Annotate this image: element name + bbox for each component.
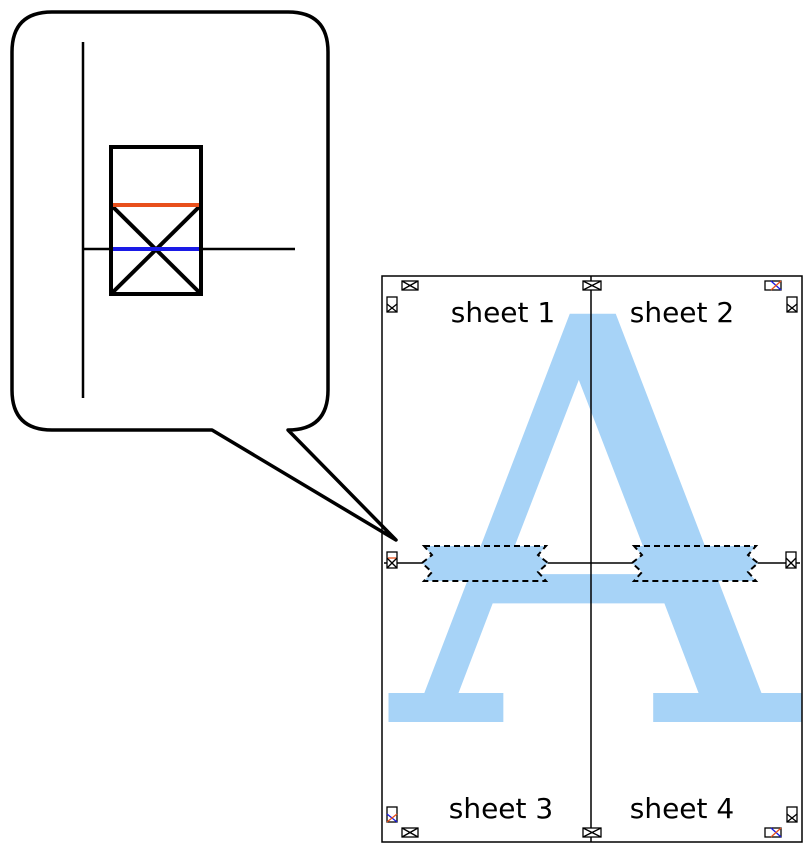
tape-strip-right — [630, 545, 760, 582]
tape-strip-left — [420, 545, 550, 582]
sheet-label-1: sheet 1 — [451, 296, 555, 329]
sheet-label-2: sheet 2 — [630, 296, 734, 329]
crossed-box-icon — [764, 280, 782, 291]
crossed-box-icon — [386, 551, 398, 569]
crossed-box-icon — [386, 296, 398, 313]
crossed-box-icon — [764, 827, 782, 838]
crossed-box-icon — [785, 551, 797, 569]
crossed-box-icon — [582, 280, 602, 291]
crossed-box-icon — [582, 827, 602, 838]
crossed-box-icon — [786, 806, 798, 823]
sheet-label-4: sheet 4 — [630, 792, 734, 825]
zoom-callout-icon — [10, 10, 398, 542]
watermark-letter: A — [383, 203, 803, 851]
sheet-label-3: sheet 3 — [449, 792, 553, 825]
crossed-box-icon — [386, 806, 398, 823]
sheets-outline — [381, 275, 803, 843]
crossed-box-icon — [401, 280, 419, 291]
crossed-box-icon — [786, 296, 798, 313]
crossed-box-icon — [401, 827, 419, 838]
zoom-crossed-box-icon — [109, 145, 203, 296]
